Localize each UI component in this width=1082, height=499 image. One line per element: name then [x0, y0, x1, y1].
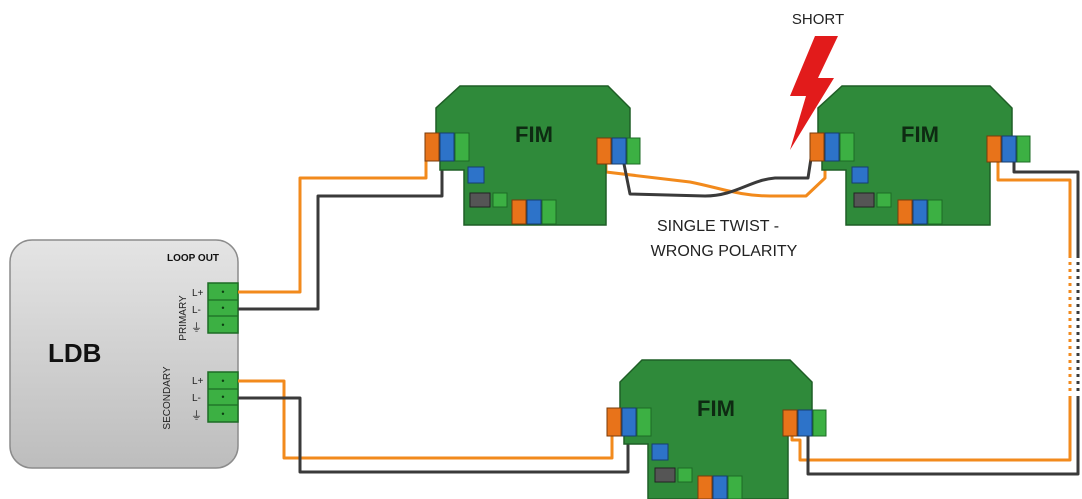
secondary-pin-2: •: [221, 392, 224, 402]
secondary-pin-3: •: [221, 409, 224, 419]
wire-primary-minus: [238, 152, 444, 311]
wire-secondary-minus: [238, 396, 630, 474]
fim-3-label: FIM: [697, 396, 735, 421]
ldb-panel: LDB LOOP OUT PRIMARY L+ L- ⏚ • • • SECON…: [9, 239, 239, 469]
secondary-label: SECONDARY: [162, 366, 173, 429]
short-label: SHORT: [792, 11, 844, 28]
ldb-title: LDB: [48, 338, 101, 368]
wire-right-black: [1012, 152, 1080, 258]
secondary-pin-1: •: [221, 376, 224, 386]
wire-right-orange: [996, 152, 1072, 258]
primary-term-minus-label: L-: [192, 305, 201, 316]
primary-term-ground-label: ⏚: [191, 321, 202, 334]
twist-annotation-line2: WRONG POLARITY: [651, 243, 798, 260]
secondary-terminal-block: • • •: [207, 371, 239, 423]
primary-pin-3: •: [221, 320, 224, 330]
fim-module-3: FIM: [606, 359, 827, 499]
wires: [238, 151, 1080, 476]
primary-terminal-block: • • •: [207, 282, 239, 334]
wire-secondary-plus: [238, 379, 614, 460]
lightning-bolt-icon: [790, 36, 838, 150]
twist-annotation-line1: SINGLE TWIST -: [657, 218, 779, 235]
fim-1-label: FIM: [515, 122, 553, 147]
secondary-term-ground-label: ⏚: [191, 409, 202, 422]
wire-return-orange: [790, 396, 1072, 462]
ldb-box: [9, 239, 239, 469]
wire-primary-plus: [238, 152, 428, 294]
fim-2-label: FIM: [901, 122, 939, 147]
wire-twist-black: [620, 151, 814, 198]
fim-module-2: FIM: [809, 85, 1031, 226]
fim-module-1: FIM: [424, 85, 641, 226]
primary-term-plus-label: L+: [192, 288, 204, 299]
primary-pin-2: •: [221, 303, 224, 313]
primary-pin-1: •: [221, 287, 224, 297]
secondary-term-minus-label: L-: [192, 393, 201, 404]
secondary-term-plus-label: L+: [192, 376, 204, 387]
wire-return-black: [806, 396, 1080, 476]
loop-out-label: LOOP OUT: [167, 253, 219, 264]
primary-label: PRIMARY: [178, 295, 189, 341]
